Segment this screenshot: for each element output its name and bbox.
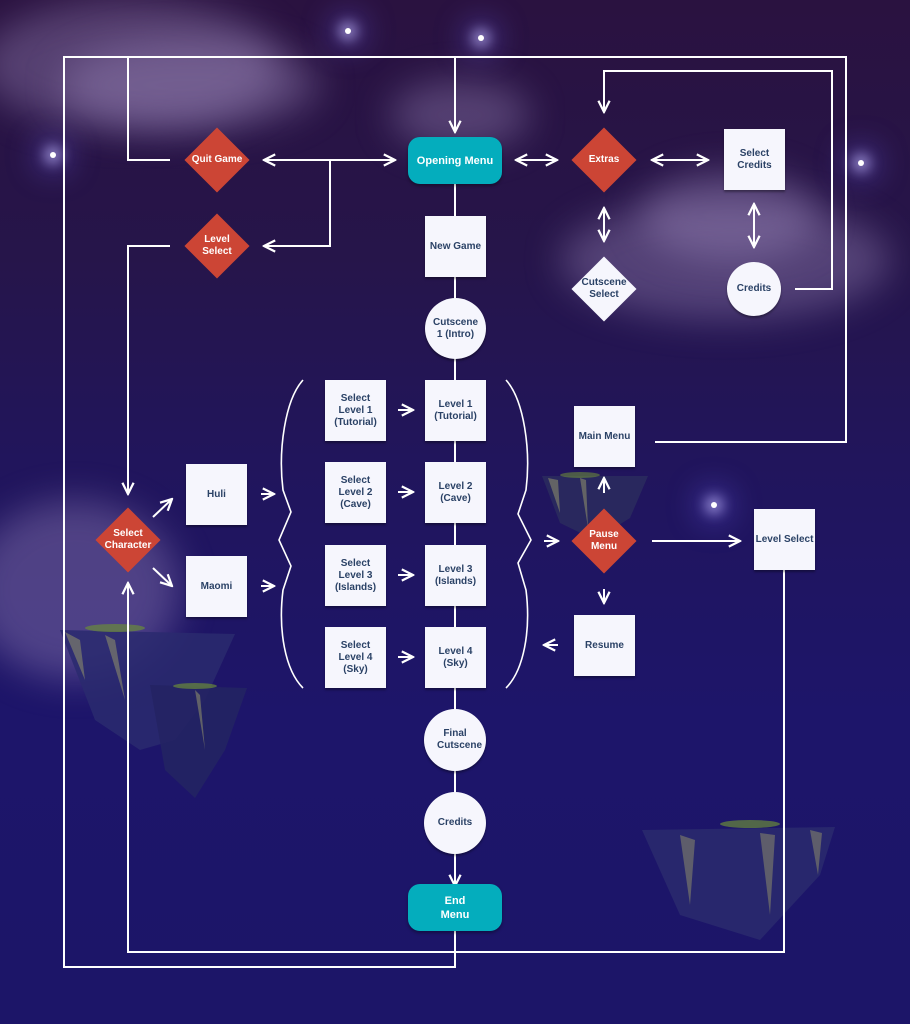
connector-quit-loop	[127, 57, 170, 161]
connector-end-to-opening	[63, 56, 847, 968]
pause-menu-decision[interactable]: Pause Menu	[571, 508, 637, 574]
level-4-node[interactable]: Level 4 (Sky)	[425, 627, 486, 688]
select-level-3-node[interactable]: Select Level 3 (Islands)	[325, 545, 386, 606]
quit-game-decision[interactable]: Quit Game	[184, 127, 250, 193]
level-select-decision[interactable]: Level Select	[184, 213, 250, 279]
select-level-4-node[interactable]: Select Level 4 (Sky)	[325, 627, 386, 688]
select-credits-node[interactable]: Select Credits	[724, 129, 785, 190]
final-cutscene-node[interactable]: Final Cutscene	[424, 709, 486, 771]
level-1-node[interactable]: Level 1 (Tutorial)	[425, 380, 486, 441]
end-menu-node[interactable]: End Menu	[408, 884, 502, 931]
cutscene-select-decision[interactable]: Cutscene Select	[571, 256, 637, 322]
select-character-decision[interactable]: Select Character	[95, 507, 161, 573]
opening-menu-node[interactable]: Opening Menu	[408, 137, 502, 184]
level-select-node[interactable]: Level Select	[754, 509, 815, 570]
connector-levelselectbox-character	[128, 570, 785, 953]
cutscene-intro-node[interactable]: Cutscene 1 (Intro)	[425, 298, 486, 359]
level-2-node[interactable]: Level 2 (Cave)	[425, 462, 486, 523]
connector-to-level-select	[264, 160, 331, 246]
left-brace	[278, 379, 304, 689]
credits-end-node[interactable]: Credits	[424, 792, 486, 854]
huli-node[interactable]: Huli	[186, 464, 247, 525]
connector-levelselect-character	[128, 245, 170, 494]
maomi-node[interactable]: Maomi	[186, 556, 247, 617]
connector-credits-extras	[604, 70, 833, 290]
extras-decision[interactable]: Extras	[571, 127, 637, 193]
select-level-1-node[interactable]: Select Level 1 (Tutorial)	[325, 380, 386, 441]
main-menu-node[interactable]: Main Menu	[574, 406, 635, 467]
resume-node[interactable]: Resume	[574, 615, 635, 676]
select-level-2-node[interactable]: Select Level 2 (Cave)	[325, 462, 386, 523]
right-brace	[505, 379, 532, 689]
level-3-node[interactable]: Level 3 (Islands)	[425, 545, 486, 606]
credits-extras-node[interactable]: Credits	[727, 262, 781, 316]
new-game-node[interactable]: New Game	[425, 216, 486, 277]
